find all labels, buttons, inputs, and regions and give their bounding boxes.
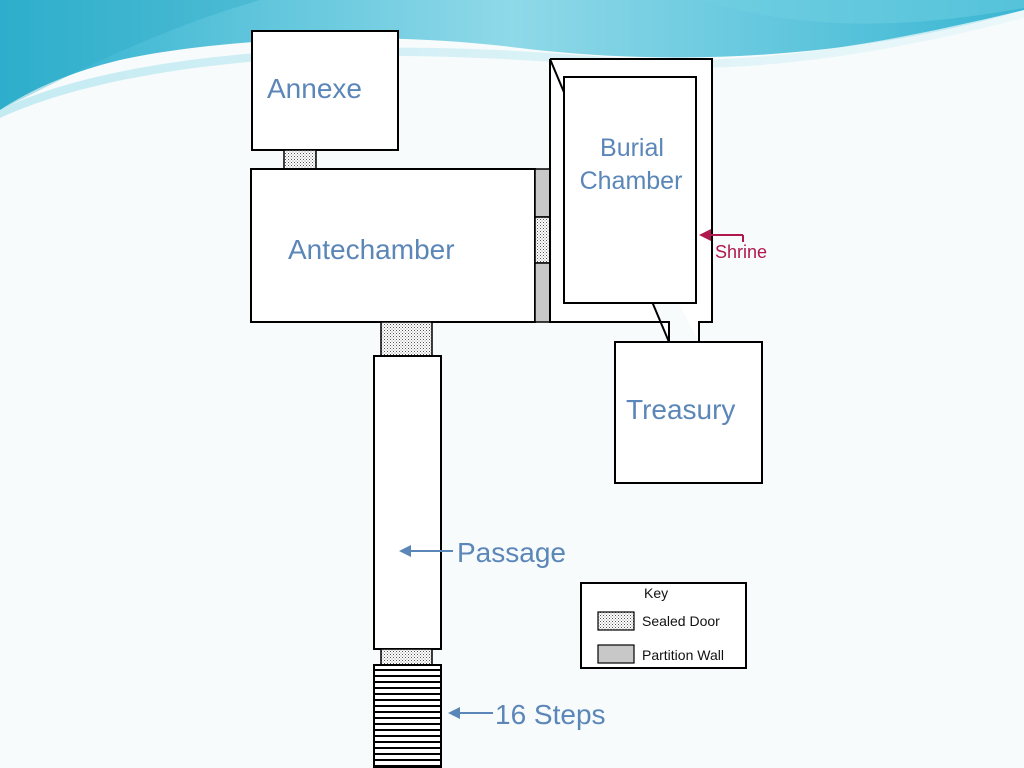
shrine-outline <box>563 76 697 304</box>
steps-stairway <box>373 664 442 768</box>
shrine-pointer <box>699 229 744 242</box>
legend-sealed-door-label: Sealed Door <box>642 613 720 629</box>
header-wave-decoration <box>0 0 1024 118</box>
legend-partition-wall-swatch <box>597 644 635 664</box>
annexe-label: Annexe <box>267 73 362 104</box>
partition-wall-bottom <box>534 262 551 323</box>
shrine-label: Shrine <box>715 242 767 262</box>
treasury-room <box>614 341 763 484</box>
antechamber-label: Antechamber <box>288 234 455 265</box>
legend-partition-wall-label: Partition Wall <box>642 647 724 663</box>
burial-chamber-label-line1: Burial <box>600 134 664 162</box>
steps-pointer-arrow <box>448 707 493 719</box>
passage-pointer-arrow <box>399 545 453 557</box>
legend-title: Key <box>644 585 668 601</box>
annexe-sealed-door <box>283 149 317 170</box>
antechamber-sealed-door <box>380 321 433 357</box>
passage-corridor <box>373 355 442 650</box>
passage-sealed-door <box>380 648 433 666</box>
annexe-room <box>251 30 399 151</box>
antechamber-room <box>250 168 536 323</box>
legend-key: Key Sealed Door Partition Wall <box>580 582 747 669</box>
legend-sealed-door-swatch <box>597 611 635 631</box>
passage-label: Passage <box>457 537 566 568</box>
burial-chamber-label-line2: Chamber <box>580 167 683 195</box>
burial-sealed-door <box>534 216 551 264</box>
steps-label: 16 Steps <box>495 699 606 730</box>
treasury-label: Treasury <box>626 394 735 425</box>
partition-wall-top <box>534 168 551 218</box>
